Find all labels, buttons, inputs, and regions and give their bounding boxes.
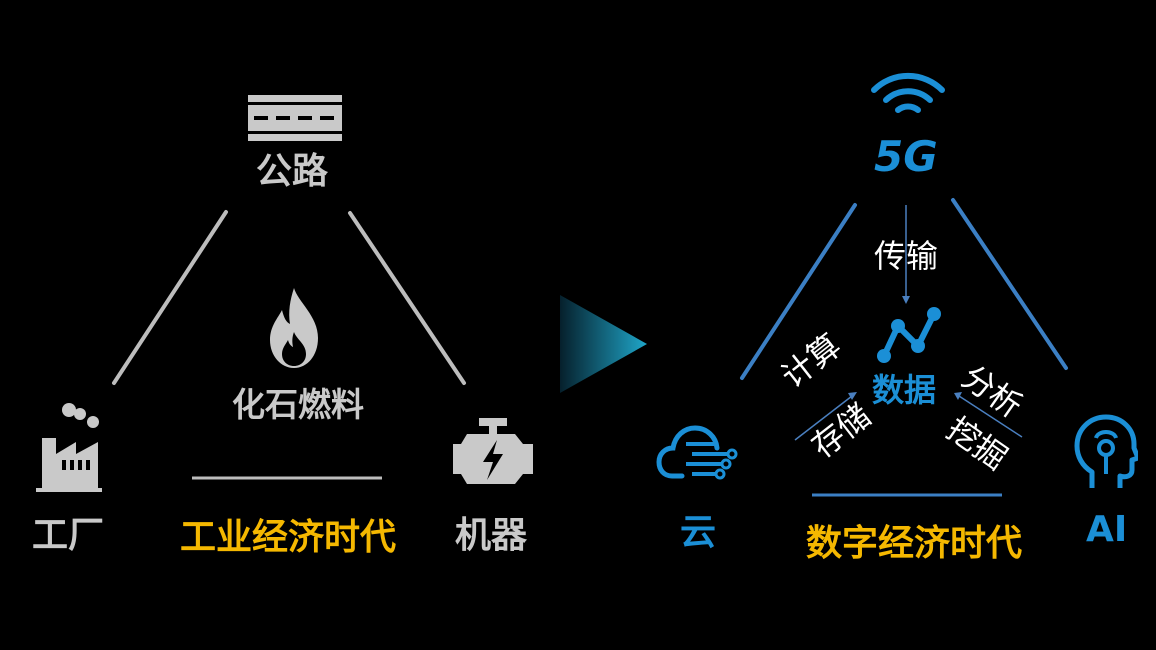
machine-label: 机器 — [455, 515, 528, 556]
cloud-label: 云 — [680, 512, 717, 553]
arrow-right-icon — [560, 295, 647, 393]
5g-label: 5G — [874, 132, 938, 181]
flame-icon — [270, 288, 318, 368]
industrial-edge-right — [348, 211, 466, 385]
fossil-fuel-label: 化石燃料 — [232, 385, 364, 424]
wifi-icon — [871, 72, 945, 113]
industrial-era-label: 工业经济时代 — [180, 517, 397, 558]
road-label: 公路 — [256, 151, 329, 192]
factory-icon — [36, 403, 102, 492]
analyze-arrow — [958, 395, 1023, 438]
ai-head-icon — [1074, 414, 1138, 488]
data-chart-icon — [877, 307, 941, 363]
factory-label: 工厂 — [32, 515, 105, 556]
digital-edge-right — [951, 198, 1068, 370]
digital-era-label: 数字经济时代 — [806, 523, 1023, 564]
digital-edge-left — [740, 203, 857, 380]
cloud-icon — [656, 425, 738, 480]
compute-arrow — [794, 395, 853, 441]
industrial-edge-left — [112, 210, 228, 385]
data-label: 数据 — [872, 371, 937, 409]
transmit-label: 传输 — [874, 237, 939, 275]
engine-icon — [453, 418, 533, 484]
ai-label: AI — [1086, 509, 1128, 550]
road-icon — [248, 95, 342, 141]
